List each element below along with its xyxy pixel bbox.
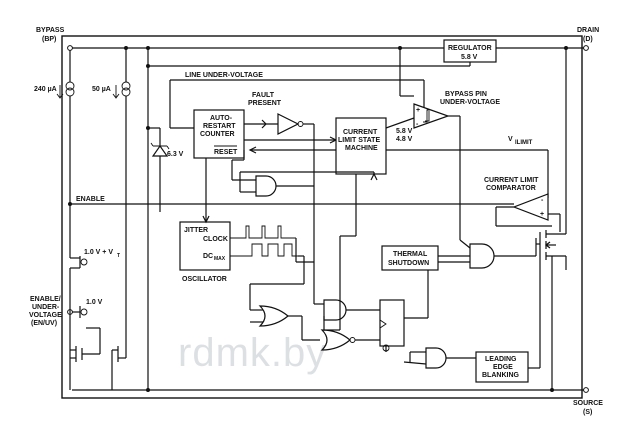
pin-source-sub: (S) — [583, 409, 592, 416]
bpuv-threshold-high: 5.8 V — [396, 128, 413, 135]
bpuv-plus: + — [416, 107, 420, 114]
or-gate — [258, 305, 289, 327]
pin-bypass-label: BYPASS — [36, 27, 65, 34]
oscillator-label: OSCILLATOR — [182, 276, 227, 283]
clc-plus: + — [540, 211, 544, 218]
flip-flop — [379, 299, 405, 347]
clock-waveform — [230, 225, 296, 239]
clsm-line3: MACHINE — [345, 145, 378, 152]
fault-present-line2: PRESENT — [248, 100, 282, 107]
bypass-uv-label-2: UNDER-VOLTAGE — [440, 99, 500, 106]
diagram-frame — [61, 35, 583, 399]
comparator-label-1: CURRENT LIMIT — [484, 177, 539, 184]
dcmax-waveform — [230, 243, 298, 257]
comparator-label-2: COMPARATOR — [486, 185, 536, 192]
pin-enable-label-2: UNDER- — [32, 304, 60, 311]
enable-label: ENABLE — [76, 196, 105, 203]
regulator-label: REGULATOR — [448, 45, 492, 52]
thermal-line1: THERMAL — [393, 251, 428, 258]
auto-restart-counter — [193, 109, 245, 159]
pin-source-label: SOURCE — [573, 400, 603, 407]
pin-drain-label: DRAIN — [577, 27, 599, 34]
current-source-50: 50 µA — [92, 86, 111, 93]
auto-restart-reset: RESET — [214, 149, 238, 156]
pin-drain-terminal — [583, 45, 589, 51]
reset-and-gate — [255, 175, 277, 197]
osc-jitter: JITTER — [184, 227, 208, 234]
output-and-gate — [469, 243, 495, 269]
or-gate-lower — [320, 329, 351, 351]
auto-restart-line2: RESTART — [203, 123, 236, 130]
osc-clock: CLOCK — [203, 236, 228, 243]
watermark-text: rdmk.by — [178, 331, 327, 375]
blanking-and-gate — [425, 347, 447, 369]
pin-source-terminal — [583, 387, 589, 393]
thermal-line2: SHUTDOWN — [388, 260, 429, 267]
clsm-line2: LIMIT STATE — [338, 137, 380, 144]
ref-voltage-2: 1.0 V — [86, 299, 103, 306]
current-limit-state-machine — [335, 117, 387, 175]
fault-present-line1: FAULT — [252, 92, 275, 99]
oscillator-block — [179, 221, 231, 271]
leb-line1: LEADING — [485, 356, 517, 363]
bpuv-threshold-low: 4.8 V — [396, 136, 413, 143]
vilimit-sub: ILIMIT — [515, 140, 533, 146]
thermal-shutdown-block — [381, 245, 439, 271]
bypass-uv-label-1: BYPASS PIN — [445, 91, 487, 98]
auto-restart-line1: AUTO- — [210, 115, 233, 122]
line-under-voltage-label: LINE UNDER-VOLTAGE — [185, 72, 263, 79]
bpuv-minus: - — [416, 121, 419, 128]
leb-line2: EDGE — [493, 364, 513, 371]
pin-enable-label-4: (EN/UV) — [31, 320, 57, 327]
auto-restart-line3: COUNTER — [200, 131, 235, 138]
pin-drain-sub: (D) — [583, 36, 593, 43]
clsm-line1: CURRENT — [343, 129, 378, 136]
pin-enable-label-3: VOLTAGE — [29, 312, 62, 319]
osc-dc: DC — [203, 253, 213, 260]
pin-bypass-terminal — [67, 45, 73, 51]
current-source-240: 240 µA — [34, 86, 57, 93]
leading-edge-blanking-block — [475, 351, 529, 383]
pin-bypass-sub: (BP) — [42, 36, 56, 43]
osc-dc-sub: MAX — [214, 256, 226, 262]
pin-enable-label-1: ENABLE/ — [30, 296, 61, 303]
current-limit-comparator — [512, 193, 549, 221]
zener-label: 6.3 V — [167, 151, 184, 158]
clc-minus: - — [541, 197, 544, 204]
regulator-voltage: 5.8 V — [461, 54, 478, 61]
fault-inverter — [277, 113, 300, 135]
vilimit-label: V — [508, 136, 513, 143]
ref-voltage-1: 1.0 V + V — [84, 249, 113, 256]
and-gate-upper — [323, 299, 347, 321]
ref-voltage-1-sub: T — [117, 253, 120, 259]
leb-line3: BLANKING — [482, 372, 519, 379]
